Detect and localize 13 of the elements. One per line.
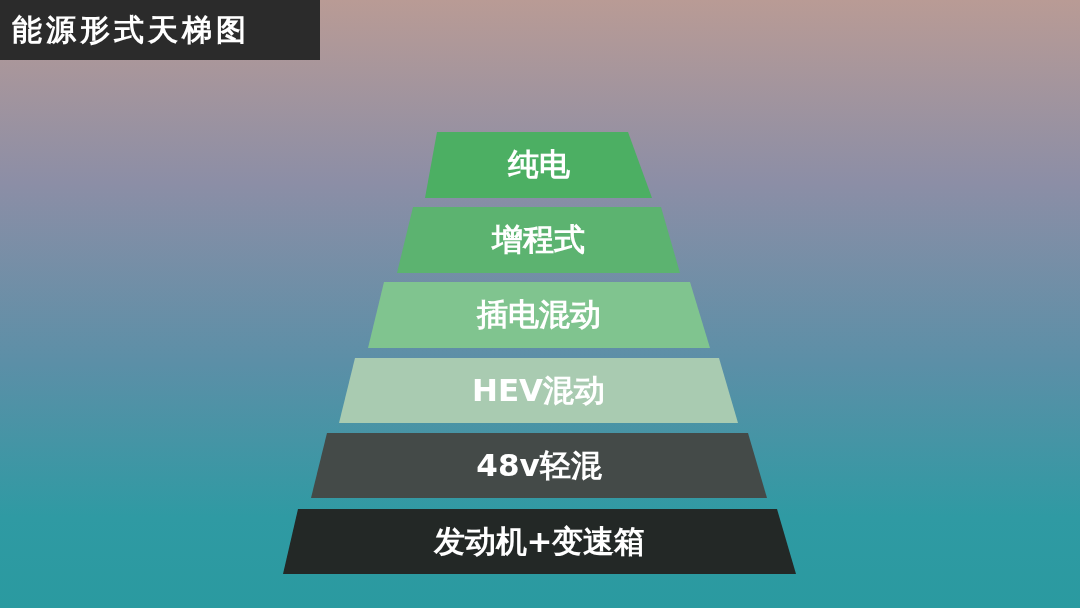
pyramid-tier (368, 282, 710, 348)
title-banner: 能源形式天梯图 (0, 0, 320, 60)
pyramid-tier (425, 132, 652, 198)
pyramid-tier (339, 358, 738, 423)
tier-label: 发动机+变速箱 (432, 521, 647, 561)
pyramid-tier (397, 207, 680, 273)
tier-label: 48v轻混 (475, 445, 603, 485)
pyramid-tier (311, 433, 767, 498)
tier-label: 增程式 (490, 220, 586, 259)
tier-label: 纯电 (506, 145, 571, 184)
tier-label: 插电混动 (475, 295, 602, 334)
tier-label: HEV混动 (470, 370, 607, 410)
pyramid-tier (283, 509, 796, 574)
